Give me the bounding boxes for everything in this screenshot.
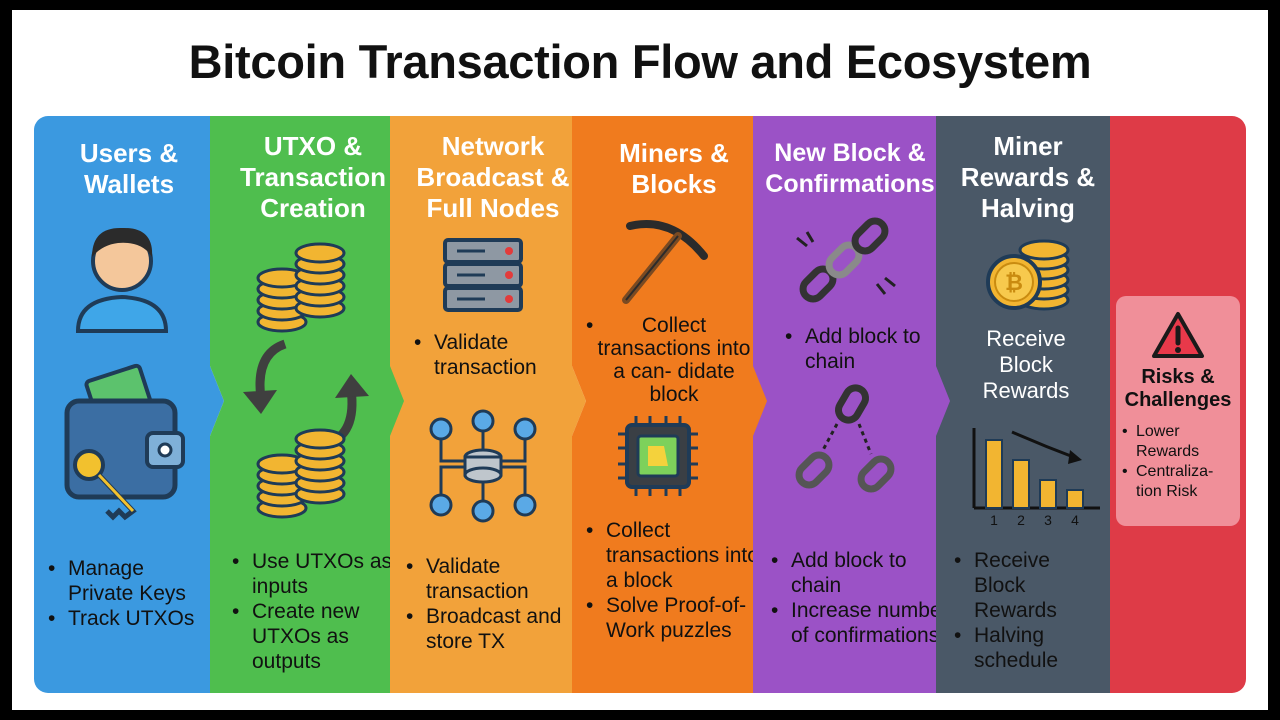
stage-icons [429, 238, 537, 523]
stage-mid-bullet: • Collect transactions into a can- didat… [586, 314, 751, 406]
stage-icons [795, 217, 896, 493]
bullet-item: Add block to chain [783, 324, 943, 374]
svg-text:4: 4 [1071, 512, 1079, 528]
stage-icons [618, 220, 708, 496]
warning-icon [1152, 312, 1204, 358]
stage-bullets: Add block to chain Increase number of co… [769, 548, 949, 648]
bullet-item: Lower Rewards [1120, 422, 1240, 462]
stage-icons [243, 242, 369, 519]
svg-text:3: 3 [1044, 512, 1052, 528]
bullet-item: Validate transaction [412, 330, 572, 380]
stage-icons: ₿ 1 2 3 4 [972, 239, 1100, 528]
bullet-item: Solve Proof-of- Work puzzles [584, 593, 764, 643]
bullet-item: Create new UTXOs as outputs [230, 599, 395, 674]
halving-bar-chart-icon: 1 2 3 4 [972, 428, 1100, 528]
coin-stack-icon [256, 242, 346, 333]
stage-miners-blocks: Miners &Blocks • Collect transactions in… [572, 116, 772, 693]
bullet-item: Add block to chain [769, 548, 949, 598]
stage-mid-text: Receive Block Rewards [982, 326, 1070, 403]
bitcoin-coins-icon: ₿ [986, 239, 1070, 311]
stage-bullets: Manage Private Keys Track UTXOs [46, 556, 211, 631]
stage-title: Miners &Blocks [619, 138, 729, 199]
stage-mid-bullets: Validate transaction [412, 330, 572, 380]
bullet-item: Use UTXOs as inputs [230, 549, 395, 599]
network-node-icon [429, 409, 537, 523]
bullet-item: Track UTXOs [46, 606, 211, 631]
stage-new-block: New Block &Confirmations Add block to ch… [753, 116, 953, 693]
stage-icons [64, 227, 185, 521]
svg-text:1: 1 [990, 512, 998, 528]
pickaxe-icon [622, 220, 708, 304]
wallet-key-icon [64, 363, 185, 521]
bullet-item: Broadcast and store TX [404, 604, 574, 654]
bullet-item: Receive Block Rewards [952, 548, 1107, 623]
bullet-item: Manage Private Keys [46, 556, 211, 606]
stage-title: Users &Wallets [79, 138, 179, 199]
svg-text:2: 2 [1017, 512, 1025, 528]
stage-bullets: Receive Block Rewards Halving schedule [952, 548, 1107, 673]
risks-title: Risks & Challenges [1124, 366, 1232, 411]
svg-text:₿: ₿ [1005, 270, 1023, 295]
coin-stack-icon [256, 428, 346, 519]
broken-chain-icon [795, 384, 895, 493]
user-avatar-icon [75, 227, 169, 333]
stage-mid-bullets: Add block to chain [783, 324, 943, 374]
bullet-item: Centraliza- tion Risk [1120, 462, 1240, 502]
server-icon [443, 238, 523, 312]
chip-icon [618, 416, 698, 496]
bullet-item: Halving schedule [952, 623, 1107, 673]
stage-users-wallets: Users &Wallets Manage Private Keys Track… [34, 116, 224, 693]
chain-link-icon [796, 217, 896, 303]
stage-bullets: Validate transaction Broadcast and store… [404, 554, 574, 654]
stage-bullets: Collect transactions into a block Solve … [584, 518, 764, 643]
risks-bullets: Lower Rewards Centraliza- tion Risk [1120, 422, 1240, 502]
page-title: Bitcoin Transaction Flow and Ecosystem [188, 35, 1092, 88]
stage-bullets: Use UTXOs as inputs Create new UTXOs as … [230, 549, 395, 674]
cycle-arrows-icon [243, 339, 369, 449]
bullet-item: Validate transaction [404, 554, 574, 604]
bullet-item: Collect transactions into a block [584, 518, 764, 593]
stage-title: New Block &Confirmations [765, 139, 935, 198]
bullet-item: Increase number of confirmations [769, 598, 949, 648]
